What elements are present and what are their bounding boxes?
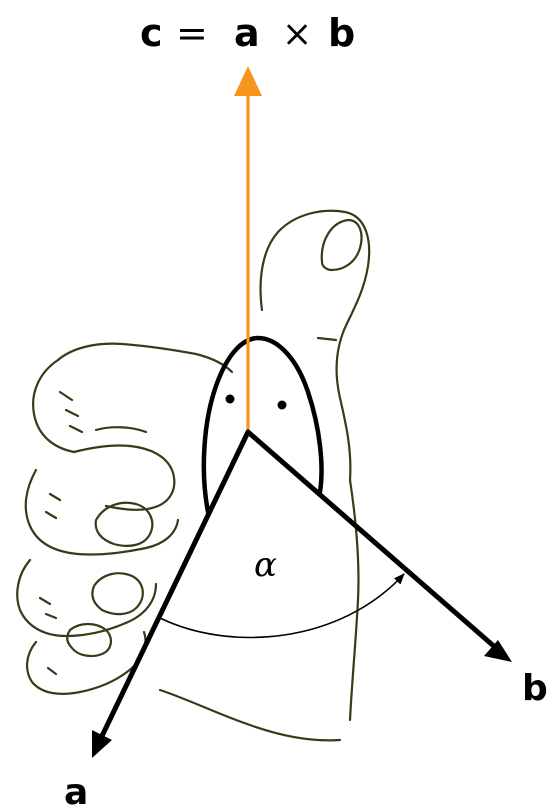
hand-sketch <box>17 211 369 741</box>
angle-alpha-label: α <box>254 545 277 585</box>
index-top <box>33 360 74 452</box>
vector-c-arrowhead <box>234 66 262 96</box>
thumb-face-right-eye <box>278 401 287 410</box>
thumb-crease <box>318 338 336 340</box>
thumb-face-left-eye <box>226 395 235 404</box>
index-finger <box>74 445 174 509</box>
equation-a: a <box>234 11 260 55</box>
hand-back-outline <box>350 480 359 720</box>
angle-alpha-arc <box>160 574 404 637</box>
knuckle-outline <box>58 344 232 372</box>
vector-a-label: a <box>64 772 88 808</box>
vector-c <box>234 66 262 432</box>
equation-b: b <box>328 11 355 55</box>
vector-b: b <box>248 432 548 709</box>
vector-a: a <box>64 432 248 808</box>
index-finger-inner <box>96 427 146 432</box>
little-knuckle <box>67 624 111 656</box>
wrist-outline <box>160 690 340 740</box>
vector-b-label: b <box>522 668 548 709</box>
thumbnail-outline <box>322 220 362 270</box>
equation-title: c = a × b <box>140 11 355 55</box>
hand-hatching <box>40 392 82 674</box>
equation-equals: = <box>176 11 208 55</box>
equation-c: c <box>140 11 163 55</box>
equation-times: × <box>282 14 312 55</box>
ring-knuckle <box>92 573 142 614</box>
vector-b-shaft <box>248 432 496 648</box>
